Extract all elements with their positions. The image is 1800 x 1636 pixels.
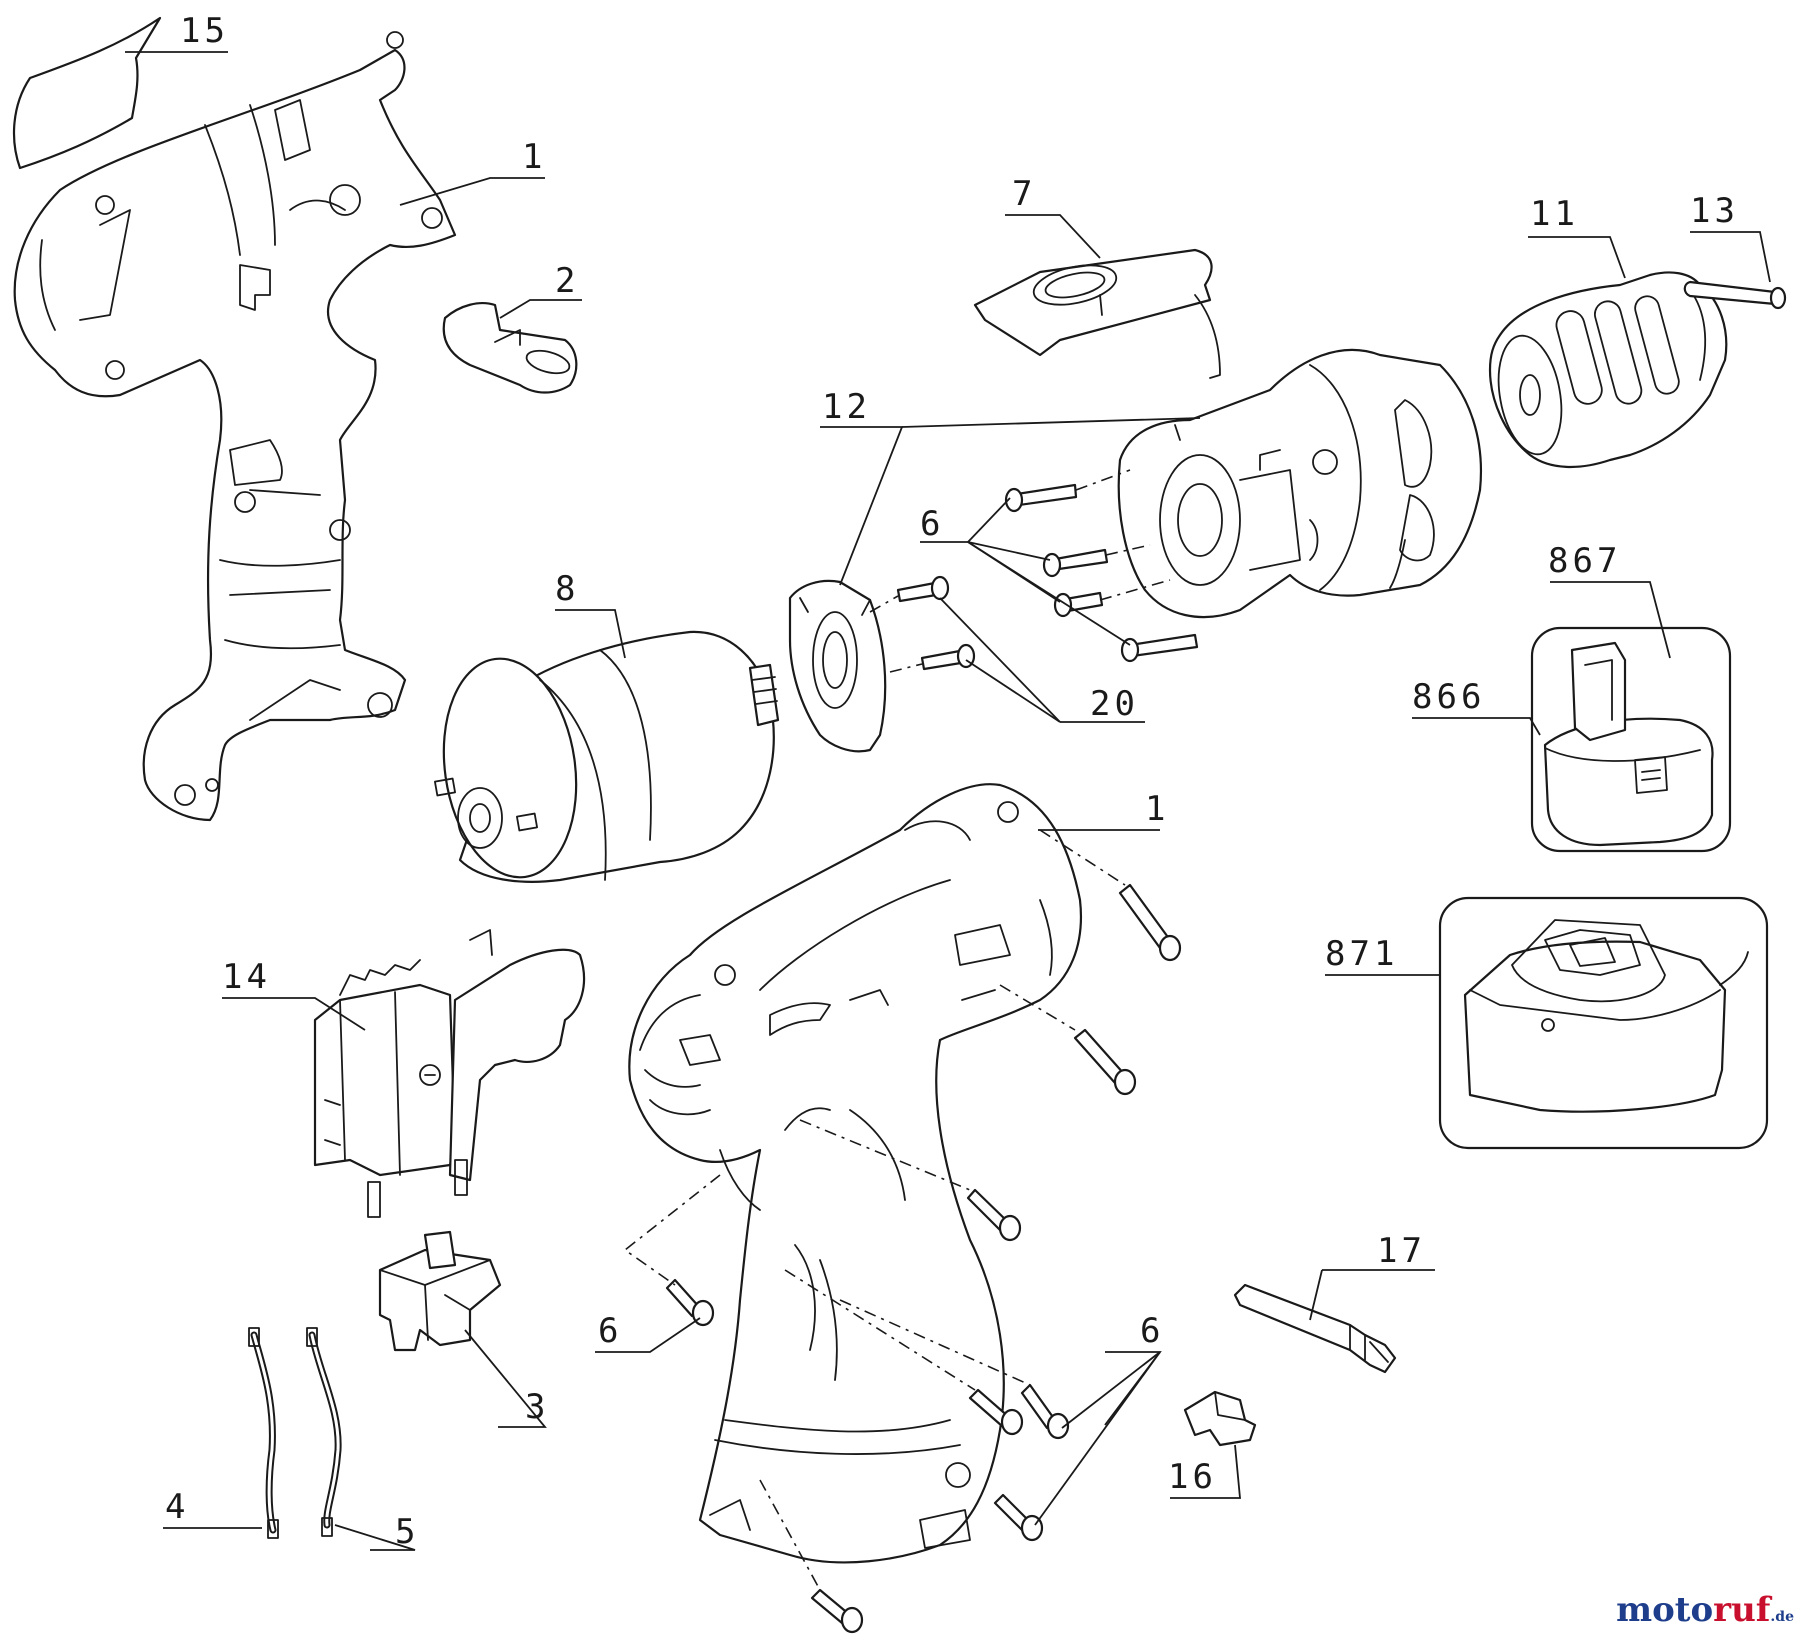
- part-12-gearbox: [1117, 348, 1482, 619]
- part-14-switch: [313, 929, 585, 1218]
- callout-866: 866: [1412, 677, 1485, 717]
- callout-12: 12: [822, 387, 871, 427]
- part-1-housing-assembled: [628, 783, 1082, 1564]
- watermark-suffix: .de: [1770, 1609, 1794, 1625]
- watermark-part1: moto: [1616, 1590, 1714, 1630]
- callout-4: 4: [165, 1487, 189, 1527]
- watermark-part2: ruf: [1713, 1590, 1771, 1630]
- callout-20: 20: [1090, 684, 1139, 724]
- part-7-cover: [973, 248, 1221, 379]
- callout-labels: 15 1 2 7 11 13 12 6 8 20 867 866 1 871 1…: [165, 11, 1739, 1552]
- callout-6-gear: 6: [920, 504, 944, 544]
- part-4-wire: [248, 1327, 279, 1539]
- part-13-screw: [1683, 280, 1787, 310]
- callout-3: 3: [525, 1387, 549, 1427]
- callout-14: 14: [222, 957, 271, 997]
- callout-16: 16: [1168, 1457, 1217, 1497]
- part-15-label: [12, 16, 162, 170]
- callout-867: 867: [1548, 541, 1621, 581]
- part-20-screws: [869, 575, 976, 673]
- callout-8: 8: [555, 569, 579, 609]
- callout-13: 13: [1690, 191, 1739, 231]
- part-17-bit: [1233, 1283, 1397, 1374]
- callout-6-left: 6: [598, 1311, 622, 1351]
- callout-17: 17: [1377, 1231, 1426, 1271]
- callout-871: 871: [1325, 934, 1398, 974]
- callout-2: 2: [555, 261, 579, 301]
- watermark-logo: motoruf.de: [1616, 1590, 1794, 1630]
- part-11-chuck: [1488, 271, 1728, 468]
- part-1-housing-left: [13, 31, 457, 822]
- part-5-wire: [306, 1327, 342, 1537]
- part-6-screws-housing: [623, 829, 1182, 1634]
- part-2-slider: [442, 301, 578, 394]
- part-866-battery: [1530, 626, 1732, 853]
- part-8-motor: [434, 630, 780, 883]
- callout-6-right: 6: [1140, 1311, 1164, 1351]
- part-3-selector: [378, 1230, 502, 1352]
- part-20-ring-plate: [788, 579, 887, 753]
- callout-1-lower: 1: [1145, 789, 1169, 829]
- part-16-clip: [1183, 1390, 1257, 1447]
- part-871-charger: [1438, 896, 1769, 1150]
- callout-5: 5: [395, 1512, 419, 1552]
- leader-lines: [125, 51, 1771, 1551]
- callout-7: 7: [1012, 174, 1036, 214]
- part-6-screws-gearbox: [1004, 469, 1199, 663]
- callout-11: 11: [1530, 194, 1579, 234]
- callout-15: 15: [180, 11, 229, 51]
- callout-1-top: 1: [522, 137, 546, 177]
